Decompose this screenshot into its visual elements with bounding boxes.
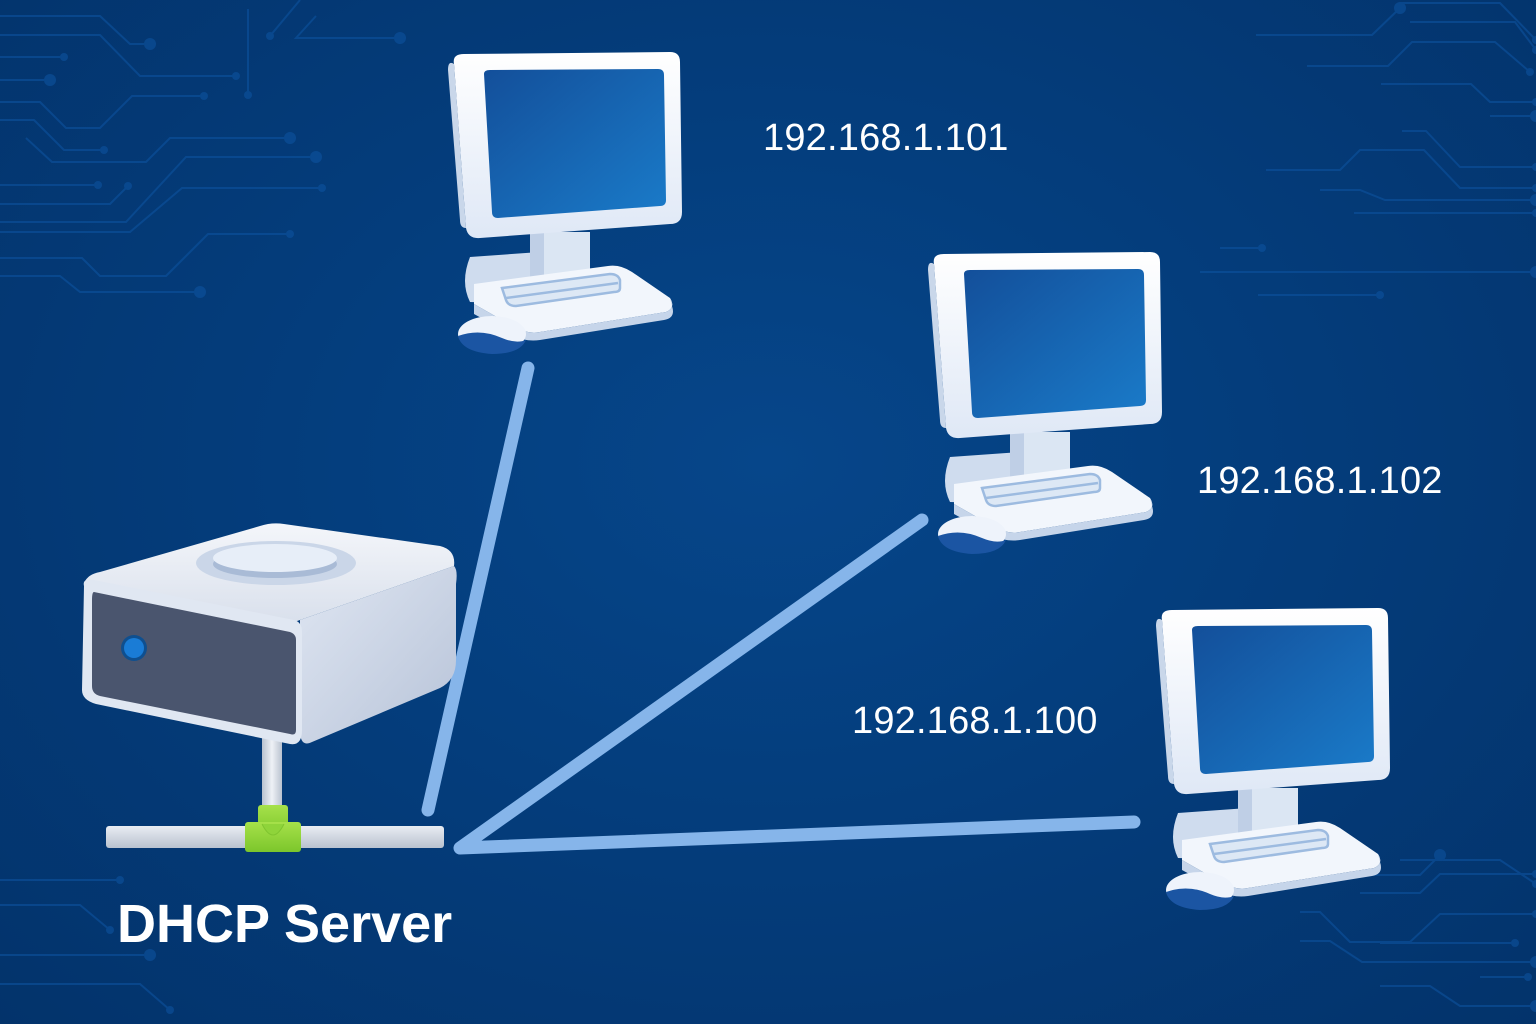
- circuit-trace: [1381, 83, 1536, 103]
- connection-links: [421, 361, 1141, 855]
- server-title: DHCP Server: [117, 894, 453, 954]
- circuit-node: [284, 132, 296, 144]
- circuit-trace: [0, 95, 204, 129]
- circuit-node: [116, 876, 124, 884]
- desktop-computer-icon: [446, 50, 684, 356]
- circuit-trace: [1410, 21, 1536, 51]
- circuit-trace: [0, 34, 236, 77]
- circuit-node: [1532, 910, 1536, 918]
- circuit-trace: [1360, 873, 1536, 894]
- circuit-trace: [1266, 149, 1536, 189]
- circuit-node: [1530, 956, 1536, 968]
- circuit-node: [1434, 849, 1446, 861]
- circuit-trace: [1360, 854, 1441, 876]
- circuit-node: [318, 184, 326, 192]
- client-2-ip-label: 192.168.1.102: [1197, 460, 1443, 502]
- circuit-trace: [0, 233, 290, 277]
- circuit-node: [124, 182, 132, 190]
- circuit-node: [1532, 36, 1536, 44]
- circuit-trace: [1256, 7, 1401, 36]
- circuit-node: [1532, 209, 1536, 217]
- circuit-node: [200, 92, 208, 100]
- circuit-node: [1532, 880, 1536, 888]
- circuit-node: [1530, 110, 1536, 122]
- circuit-node: [1530, 266, 1536, 278]
- circuit-node: [1258, 244, 1266, 252]
- circuit-trace: [0, 275, 200, 293]
- circuit-node: [1532, 46, 1536, 54]
- circuit-node: [144, 949, 156, 961]
- circuit-node: [1530, 1000, 1536, 1012]
- circuit-trace: [1300, 911, 1536, 943]
- circuit-trace: [293, 15, 400, 39]
- circuit-node: [1532, 870, 1536, 878]
- circuit-trace: [1300, 940, 1536, 963]
- circuit-node: [244, 91, 252, 99]
- t-connector-icon: [245, 805, 301, 852]
- circuit-node: [394, 32, 406, 44]
- circuit-node: [100, 146, 108, 154]
- client-3-ip-label: 192.168.1.100: [852, 700, 1098, 742]
- circuit-trace: [1400, 859, 1536, 885]
- circuit-node: [1532, 184, 1536, 192]
- circuit-trace: [1402, 130, 1536, 168]
- circuit-trace: [0, 185, 129, 205]
- circuit-node: [1376, 291, 1384, 299]
- circuit-node: [194, 286, 206, 298]
- circuit-node: [44, 74, 56, 86]
- circuit-node: [1532, 163, 1536, 171]
- circuit-trace: [0, 119, 104, 151]
- circuit-trace: [0, 904, 111, 931]
- circuit-trace: [0, 156, 316, 223]
- circuit-node: [94, 181, 102, 189]
- circuit-node: [1530, 194, 1536, 206]
- circuit-node: [166, 1006, 174, 1014]
- circuit-node: [60, 53, 68, 61]
- circuit-node: [266, 32, 274, 40]
- circuit-trace: [1320, 189, 1536, 201]
- circuit-trace: [25, 137, 290, 163]
- desktop-computer-icon: [926, 250, 1164, 556]
- circuit-node: [106, 926, 114, 934]
- circuit-trace: [1307, 41, 1531, 73]
- link-to-client-2-and-3: [453, 513, 1141, 855]
- circuit-node: [232, 72, 240, 80]
- circuit-node: [1526, 68, 1534, 76]
- circuit-node: [144, 38, 156, 50]
- link-to-client-1: [421, 361, 535, 817]
- circuit-trace: [0, 983, 171, 1011]
- server-icon: [82, 523, 457, 852]
- circuit-node: [1394, 2, 1406, 14]
- circuit-node: [1511, 939, 1519, 947]
- circuit-node: [1524, 973, 1532, 981]
- circuit-trace: [1400, 2, 1536, 41]
- circuit-trace: [0, 15, 150, 45]
- desktop-computer-icon: [1154, 606, 1392, 912]
- circuit-trace: [0, 187, 322, 233]
- circuit-trace: [269, 0, 301, 37]
- client-1-ip-label: 192.168.1.101: [763, 117, 1009, 159]
- circuit-node: [1532, 98, 1536, 106]
- circuit-trace: [1380, 985, 1536, 1007]
- circuit-node: [286, 230, 294, 238]
- circuit-node: [310, 151, 322, 163]
